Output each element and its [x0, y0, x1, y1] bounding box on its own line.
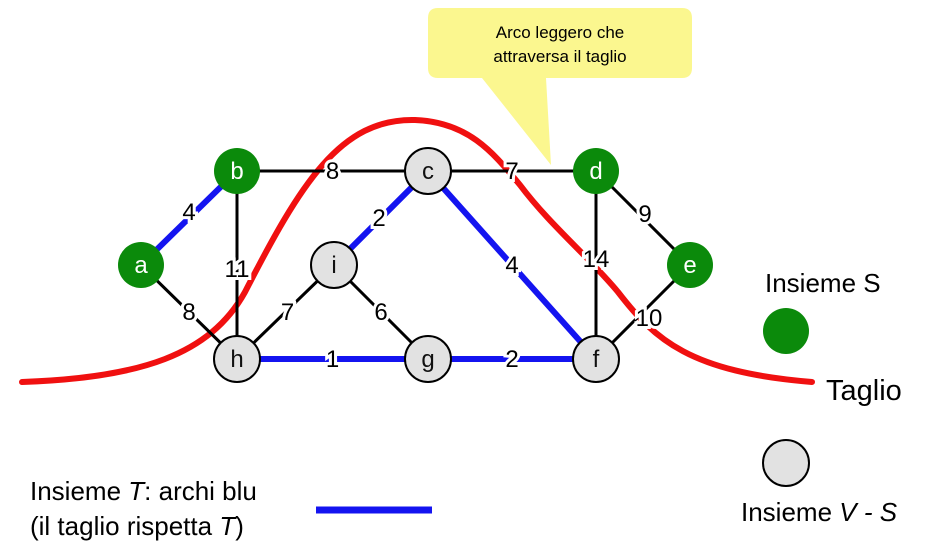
legend-set-vs-prefix: Insieme	[741, 497, 839, 527]
nodes: a b c d e f g h i	[118, 147, 713, 383]
edge-weight-c-i: 2	[372, 205, 385, 232]
legend: Insieme S Taglio Insieme V - S Insieme T…	[30, 268, 902, 541]
node-label-d: d	[589, 158, 602, 185]
callout: Arco leggero che attraversa il taglio	[428, 8, 692, 165]
node-label-h: h	[230, 346, 243, 373]
node-c	[404, 147, 452, 195]
legend-blue-edges-line-1: Insieme T: archi blu	[30, 476, 257, 506]
edge-weights: 4 8 11 8 2 7 4 7 6 1 2 14 9 10	[179, 155, 665, 376]
edge-weight-c-f: 4	[505, 252, 518, 279]
legend-blue-note-suffix: )	[235, 511, 244, 541]
node-label-c: c	[422, 158, 434, 185]
edge-weight-h-g: 1	[326, 346, 339, 373]
node-label-a: a	[134, 252, 148, 279]
legend-blue-note-var: T	[219, 511, 237, 541]
edge-weight-i-g: 6	[374, 299, 387, 326]
legend-blue-prefix: Insieme	[30, 476, 128, 506]
edge-weight-a-b: 4	[182, 199, 195, 226]
legend-set-s-node	[763, 308, 809, 354]
node-i	[310, 241, 358, 289]
callout-line-2: attraversa il taglio	[493, 47, 626, 66]
legend-set-s-label: Insieme S	[765, 268, 881, 298]
legend-cut-label: Taglio	[826, 375, 902, 407]
edge-weight-g-f: 2	[505, 346, 518, 373]
edge-weight-b-c: 8	[326, 158, 339, 185]
node-label-g: g	[421, 346, 434, 373]
node-label-b: b	[230, 158, 243, 185]
node-h	[213, 335, 261, 383]
node-b	[214, 148, 260, 194]
edge-c-f-blue	[425, 169, 599, 361]
legend-blue-var: T	[128, 476, 146, 506]
legend-set-vs-node	[762, 439, 810, 487]
legend-set-vs-var: V - S	[839, 497, 897, 527]
callout-line-1: Arco leggero che	[496, 23, 625, 42]
legend-blue-suffix: : archi blu	[144, 476, 257, 506]
node-e	[667, 242, 713, 288]
edge-weight-e-f: 10	[636, 305, 663, 332]
edge-weight-i-h: 7	[281, 299, 294, 326]
edge-weight-a-h: 8	[182, 299, 195, 326]
legend-blue-edges-line-2: (il taglio rispetta T)	[30, 511, 244, 541]
edge-weight-c-d: 7	[505, 158, 518, 185]
legend-set-vs-label: Insieme V - S	[741, 497, 898, 527]
edge-weight-d-e: 9	[638, 201, 651, 228]
edge-weight-d-f: 14	[583, 246, 610, 273]
node-a	[118, 242, 164, 288]
node-label-i: i	[331, 252, 336, 279]
edge-weight-b-h: 11	[225, 256, 250, 283]
node-d	[573, 148, 619, 194]
node-label-f: f	[593, 346, 600, 373]
node-label-e: e	[683, 252, 696, 279]
node-f	[572, 335, 620, 383]
callout-bubble	[428, 8, 692, 165]
node-g	[404, 335, 452, 383]
legend-blue-note-prefix: (il taglio rispetta	[30, 511, 219, 541]
